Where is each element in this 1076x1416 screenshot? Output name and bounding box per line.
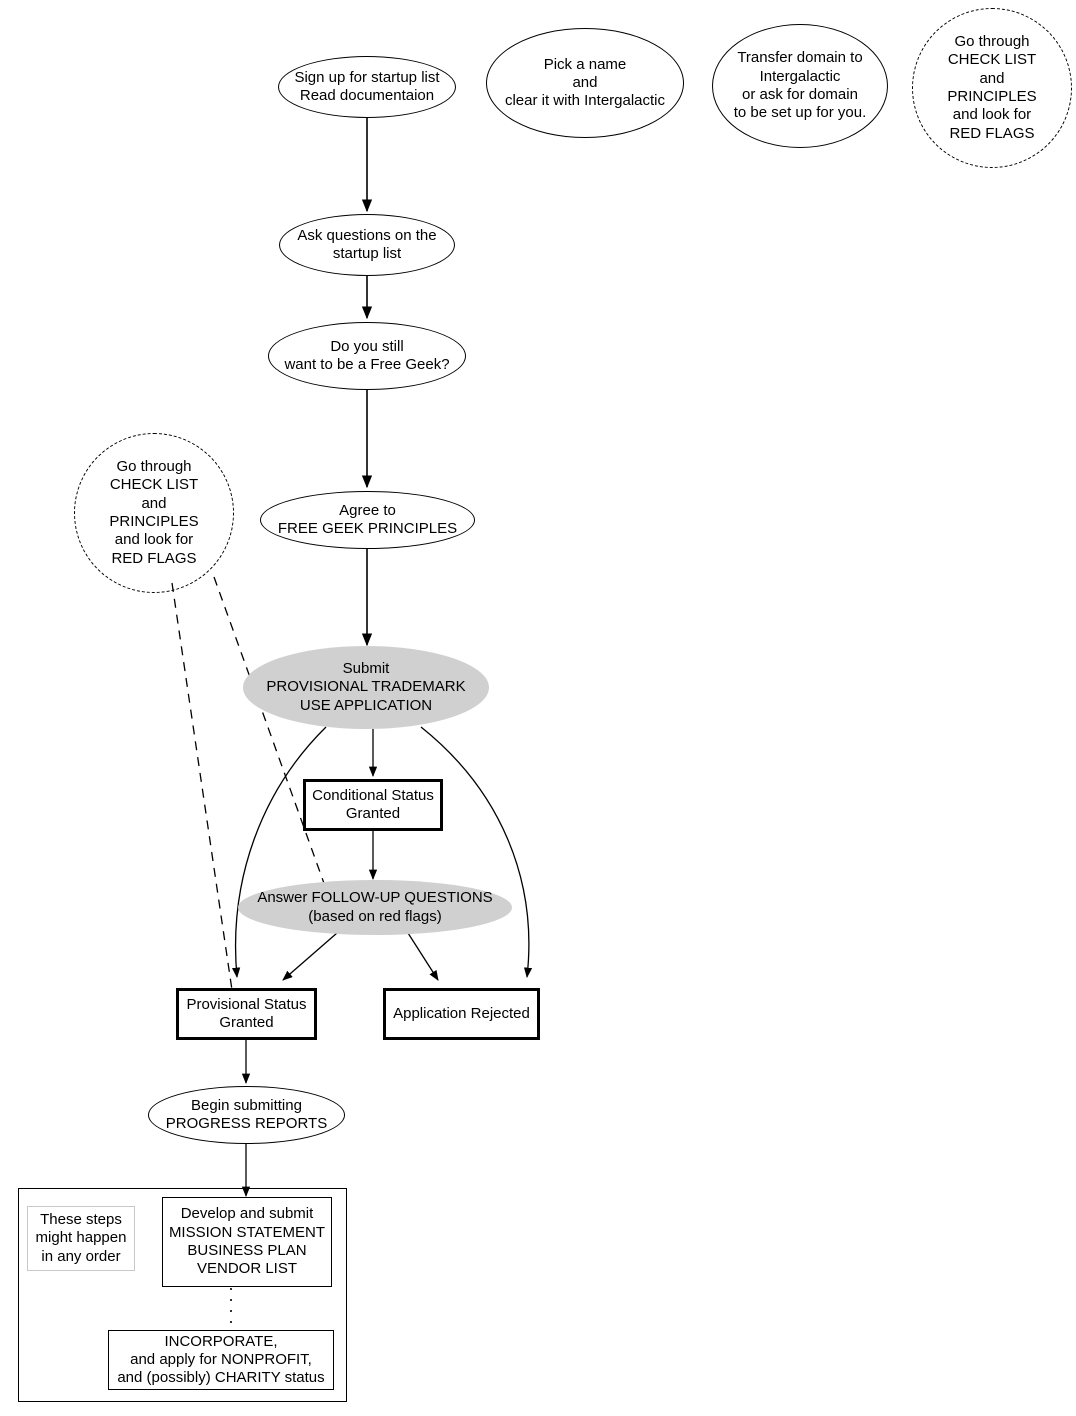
- node-label: Agree to FREE GEEK PRINCIPLES: [277, 501, 458, 537]
- node-label: Ask questions on the startup list: [297, 226, 437, 262]
- node-answer-follow-up-questions[interactable]: Answer FOLLOW-UP QUESTIONS (based on red…: [238, 880, 512, 935]
- node-label: Do you still want to be a Free Geek?: [284, 337, 450, 373]
- node-label: Develop and submit MISSION STATEMENT BUS…: [168, 1205, 326, 1278]
- node-label: Pick a name and clear it with Intergalac…: [504, 55, 666, 110]
- node-label: Provisional Status Granted: [186, 995, 307, 1031]
- node-incorporate-nonprofit-charity[interactable]: INCORPORATE, and apply for NONPROFIT, an…: [108, 1330, 334, 1390]
- node-label: INCORPORATE, and apply for NONPROFIT, an…: [117, 1332, 325, 1387]
- node-agree-free-geek-principles[interactable]: Agree to FREE GEEK PRINCIPLES: [260, 491, 475, 549]
- node-ask-questions[interactable]: Ask questions on the startup list: [279, 214, 455, 276]
- node-conditional-status-granted[interactable]: Conditional Status Granted: [303, 779, 443, 831]
- edge-checklist-left-to-followup: [213, 576, 331, 901]
- node-submit-provisional-trademark[interactable]: Submit PROVISIONAL TRADEMARK USE APPLICA…: [243, 646, 489, 729]
- edge-followup-to-provisional: [282, 932, 338, 981]
- node-label: Go through CHECK LIST and PRINCIPLES and…: [947, 33, 1037, 142]
- node-application-rejected[interactable]: Application Rejected: [383, 988, 540, 1040]
- node-sign-up-startup-list[interactable]: Sign up for startup list Read documentai…: [278, 56, 456, 118]
- node-label: Begin submitting PROGRESS REPORTS: [165, 1096, 328, 1132]
- edge-followup-to-rejected: [407, 932, 439, 981]
- node-label: Conditional Status Granted: [312, 786, 434, 822]
- node-label: Application Rejected: [393, 1004, 530, 1022]
- edge-submit-to-provisional: [231, 726, 327, 979]
- node-label: Answer FOLLOW-UP QUESTIONS (based on red…: [257, 889, 493, 925]
- node-pick-a-name[interactable]: Pick a name and clear it with Intergalac…: [486, 28, 684, 138]
- edge-checklist-left-to-provisional: [171, 582, 233, 991]
- node-transfer-domain[interactable]: Transfer domain to Intergalactic or ask …: [712, 24, 888, 148]
- node-checklist-principles-top[interactable]: Go through CHECK LIST and PRINCIPLES and…: [912, 8, 1072, 168]
- node-label: Submit PROVISIONAL TRADEMARK USE APPLICA…: [266, 660, 466, 714]
- node-checklist-principles-left[interactable]: Go through CHECK LIST and PRINCIPLES and…: [74, 433, 234, 593]
- node-label: These steps might happen in any order: [35, 1211, 127, 1265]
- node-label: Transfer domain to Intergalactic or ask …: [733, 49, 867, 122]
- node-do-you-still-want[interactable]: Do you still want to be a Free Geek?: [268, 322, 466, 390]
- node-label: Sign up for startup list Read documentai…: [294, 68, 440, 104]
- edge-submit-to-rejected: [420, 726, 533, 979]
- note-these-steps-any-order: These steps might happen in any order: [27, 1206, 135, 1271]
- node-provisional-status-granted[interactable]: Provisional Status Granted: [176, 988, 317, 1040]
- node-label: Go through CHECK LIST and PRINCIPLES and…: [109, 458, 199, 567]
- node-develop-and-submit-docs[interactable]: Develop and submit MISSION STATEMENT BUS…: [162, 1197, 332, 1287]
- node-begin-progress-reports[interactable]: Begin submitting PROGRESS REPORTS: [148, 1086, 345, 1144]
- any-order-group-container: [18, 1188, 347, 1402]
